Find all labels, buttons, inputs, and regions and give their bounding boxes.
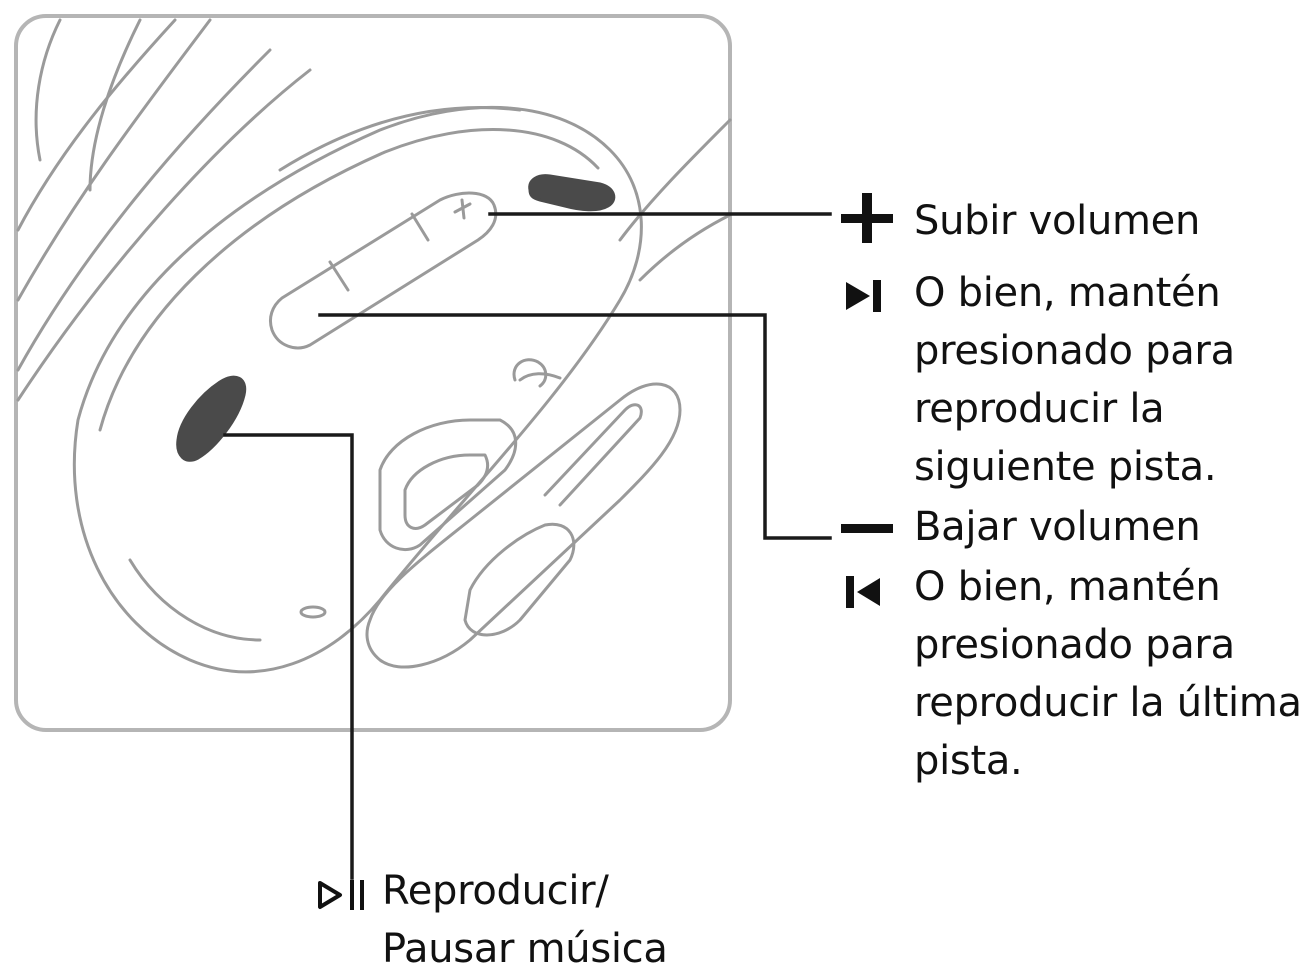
small-port bbox=[512, 358, 548, 388]
headphone-illustration bbox=[16, 18, 732, 674]
ear-cup-outer bbox=[72, 105, 643, 674]
previous-track-line-1: O bien, mantén bbox=[914, 564, 1221, 610]
next-track-icon bbox=[846, 280, 881, 312]
previous-track-label: O bien, mantén presionado para reproduci… bbox=[914, 558, 1302, 790]
volume-up-label: Subir volumen bbox=[914, 192, 1200, 250]
next-track-label: O bien, mantén presionado para reproduci… bbox=[914, 264, 1235, 496]
headband-curve-2 bbox=[16, 18, 212, 302]
play-pause-label: Reproducir/ Pausar música bbox=[382, 862, 668, 978]
slider-housing bbox=[378, 418, 518, 551]
volume-down-leader bbox=[318, 313, 832, 540]
next-track-line-3: reproducir la bbox=[914, 386, 1165, 432]
ear-cup-rim bbox=[98, 128, 600, 432]
play-pause-line-2: Pausar música bbox=[382, 926, 668, 972]
ear-cup-lower-rim bbox=[128, 558, 262, 642]
arm-slider-knob bbox=[463, 522, 576, 637]
minus-icon bbox=[841, 524, 893, 533]
vent-hole bbox=[299, 605, 327, 619]
hinge-arm-lower bbox=[638, 213, 732, 282]
volume-down-text: Bajar volumen bbox=[914, 504, 1201, 550]
headband-curve-4 bbox=[16, 68, 312, 402]
previous-track-icon bbox=[846, 576, 880, 608]
slider-housing-inner bbox=[403, 453, 490, 530]
headband-inner-1 bbox=[34, 18, 62, 162]
side-slot bbox=[278, 106, 522, 172]
next-track-line-1: O bien, mantén bbox=[914, 270, 1221, 316]
top-dark-button bbox=[528, 174, 616, 212]
play-pause-icon bbox=[318, 880, 364, 910]
previous-track-line-4: pista. bbox=[914, 738, 1023, 784]
headband-curve-1 bbox=[16, 18, 177, 232]
previous-track-line-2: presionado para bbox=[914, 622, 1235, 668]
volume-down-label: Bajar volumen bbox=[914, 498, 1201, 556]
play-pause-button bbox=[176, 375, 247, 462]
play-pause-leader bbox=[223, 433, 354, 880]
previous-track-line-3: reproducir la última bbox=[914, 680, 1302, 726]
next-track-line-4: siguiente pista. bbox=[914, 444, 1217, 490]
volume-rocker bbox=[268, 191, 498, 350]
callout-lines bbox=[223, 212, 832, 880]
hinge-arm-upper bbox=[618, 118, 732, 242]
plus-icon bbox=[841, 193, 893, 243]
headband-arm bbox=[365, 382, 682, 669]
headband-inner-2 bbox=[88, 18, 142, 192]
rocker-plus-mark bbox=[453, 198, 472, 220]
rocker-divider-2 bbox=[410, 212, 430, 242]
small-port-line bbox=[518, 372, 562, 382]
headband-curve-3 bbox=[16, 48, 272, 372]
headband-arm-slot bbox=[543, 403, 643, 507]
next-track-line-2: presionado para bbox=[914, 328, 1235, 374]
rocker-divider-1 bbox=[328, 260, 350, 292]
volume-up-text: Subir volumen bbox=[914, 198, 1201, 244]
play-pause-line-1: Reproducir/ bbox=[382, 868, 609, 914]
